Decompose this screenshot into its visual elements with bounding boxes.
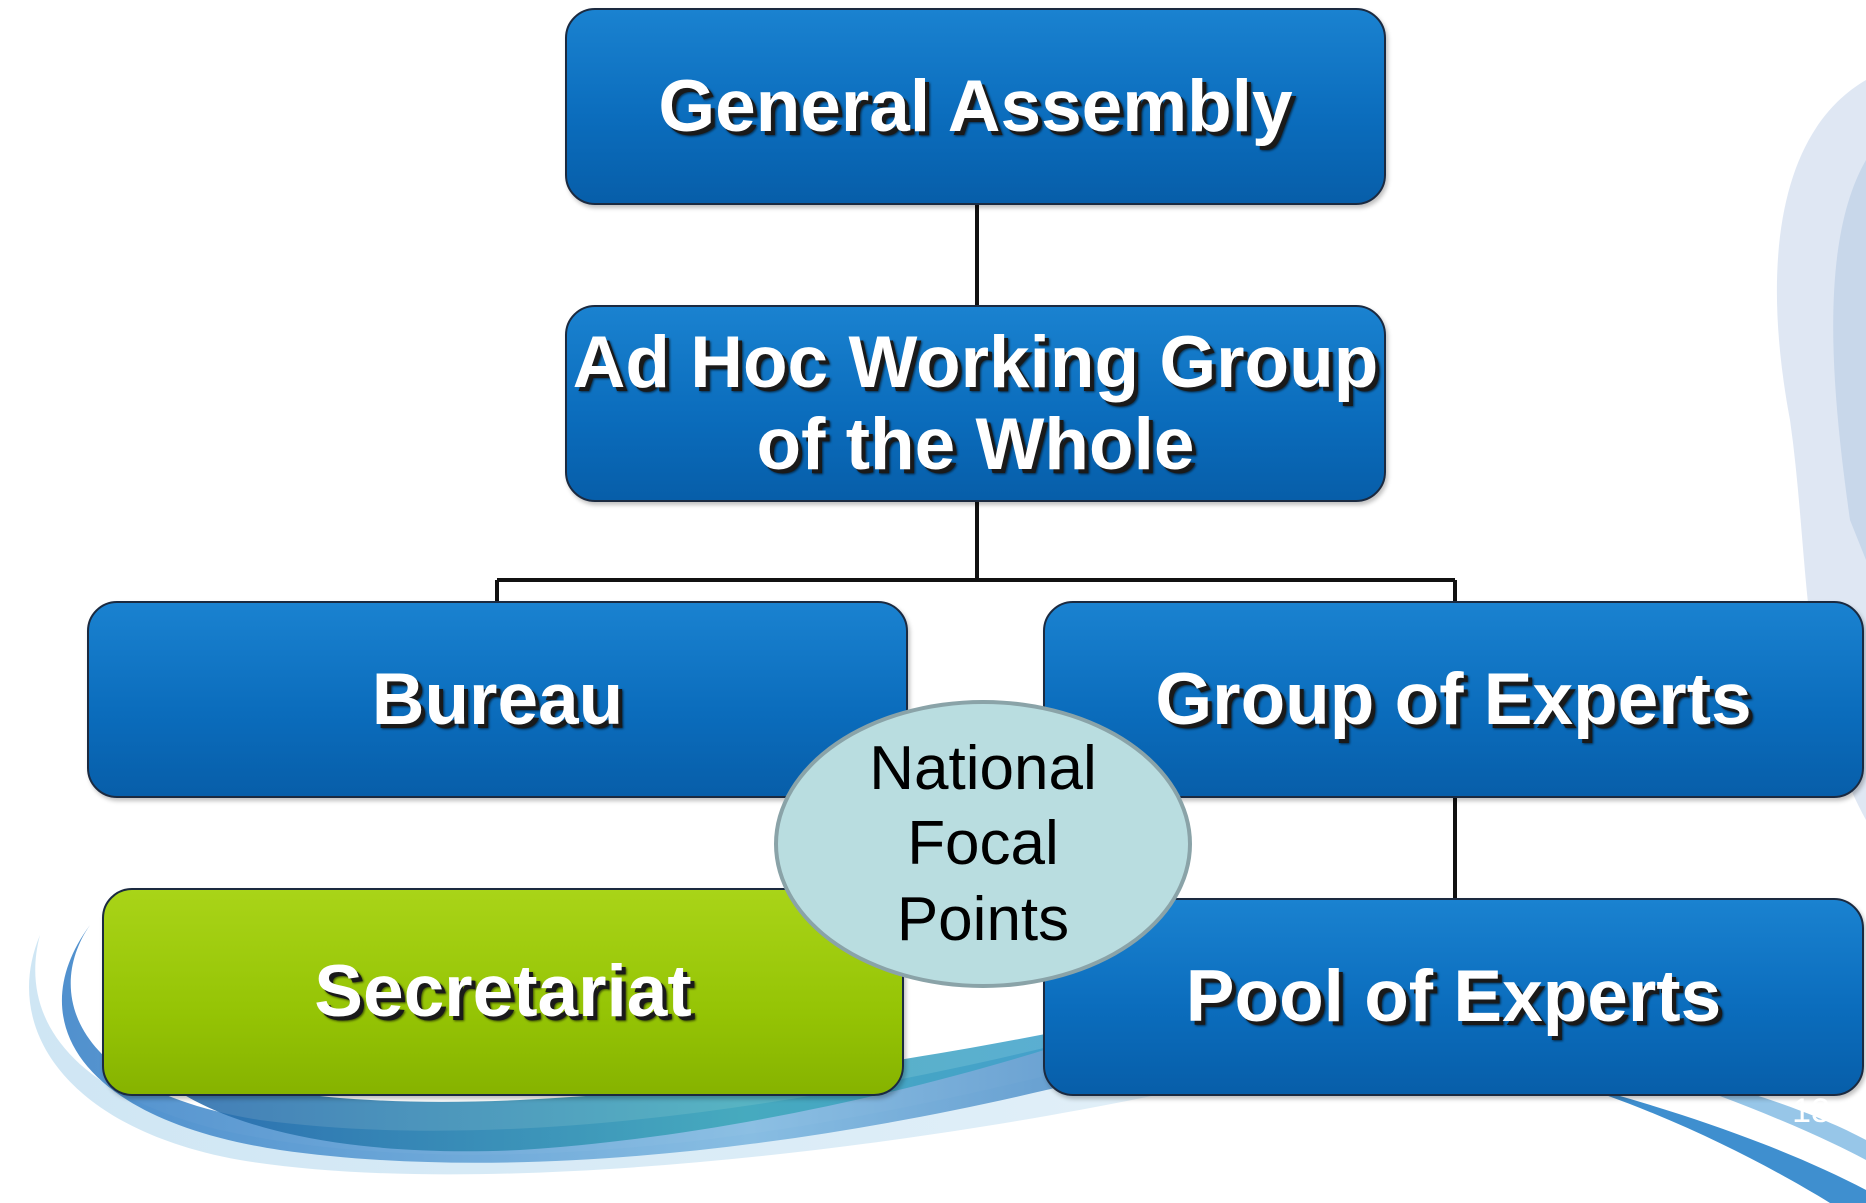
slide-number: 13 (1792, 1092, 1830, 1130)
group-of-experts-box: Group of Experts (1043, 601, 1864, 798)
ad-hoc-label-line2: of the Whole (756, 403, 1195, 485)
connector-lines (495, 205, 1457, 898)
national-focal-points-label: National Focal Points (869, 733, 1097, 954)
group-of-experts-label: Group of Experts (1155, 658, 1752, 740)
swoosh-right (1560, 1080, 1866, 1203)
bureau-label: Bureau (371, 658, 624, 740)
pool-of-experts-label: Pool of Experts (1185, 956, 1722, 1038)
bureau-box: Bureau (87, 601, 908, 798)
secretariat-box: Secretariat (102, 888, 904, 1096)
swoosh-teal (110, 1000, 1160, 1152)
general-assembly-label: General Assembly (658, 65, 1293, 147)
secretariat-label: Secretariat (314, 951, 692, 1033)
general-assembly-box: General Assembly (565, 8, 1386, 205)
pool-of-experts-box: Pool of Experts (1043, 898, 1864, 1096)
ad-hoc-working-group-box: Ad Hoc Working Group of the Whole (565, 305, 1386, 502)
ad-hoc-label-line1: Ad Hoc Working Group (572, 321, 1379, 403)
national-focal-points-ellipse: National Focal Points (774, 700, 1192, 988)
